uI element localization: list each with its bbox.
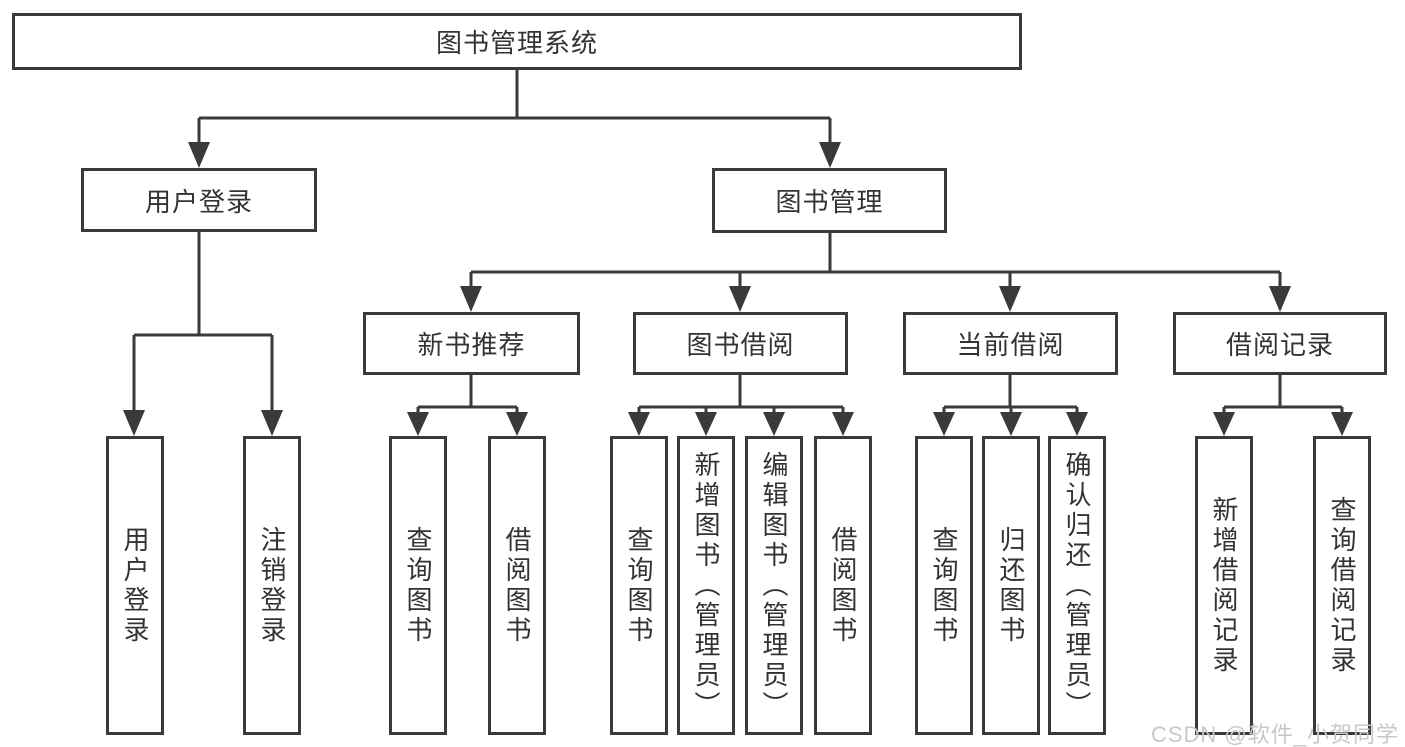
- leaf-add-borrow-record: 新增借阅记录: [1195, 436, 1253, 735]
- node-library-management-system: 图书管理系统: [12, 13, 1022, 70]
- connector-book-borrowing-children: [628, 375, 854, 436]
- node-new-book-recommendation: 新书推荐: [363, 312, 580, 375]
- connector-book-management-children: [460, 233, 1291, 312]
- node-borrowing-records: 借阅记录: [1173, 312, 1387, 375]
- connector-root-to-level2: [188, 69, 841, 168]
- leaf-query-books-current: 查询图书: [915, 436, 973, 735]
- leaf-query-books-borrowing: 查询图书: [610, 436, 668, 735]
- node-book-management: 图书管理: [712, 168, 947, 233]
- leaf-confirm-return-admin: 确认归还（管理员）: [1048, 436, 1106, 735]
- node-current-borrowing: 当前借阅: [903, 312, 1118, 375]
- connector-new-book-children: [407, 375, 528, 436]
- leaf-borrow-books-borrowing: 借阅图书: [814, 436, 872, 735]
- node-user-login: 用户登录: [81, 168, 317, 232]
- leaf-query-books-recommend: 查询图书: [389, 436, 447, 735]
- leaf-query-borrow-record: 查询借阅记录: [1313, 436, 1371, 735]
- node-book-borrowing: 图书借阅: [633, 312, 848, 375]
- leaf-add-books-admin: 新增图书（管理员）: [677, 436, 735, 735]
- leaf-edit-books-admin: 编辑图书（管理员）: [745, 436, 803, 735]
- leaf-logout: 注销登录: [243, 436, 301, 735]
- connector-user-login-children: [123, 232, 283, 436]
- connector-current-borrowing-children: [933, 375, 1088, 436]
- watermark: CSDN @软件_小贺同学: [1150, 722, 1399, 747]
- leaf-user-login: 用户登录: [106, 436, 164, 735]
- connector-borrowing-records-children: [1213, 375, 1353, 436]
- leaf-borrow-books-recommend: 借阅图书: [488, 436, 546, 735]
- leaf-return-books: 归还图书: [982, 436, 1040, 735]
